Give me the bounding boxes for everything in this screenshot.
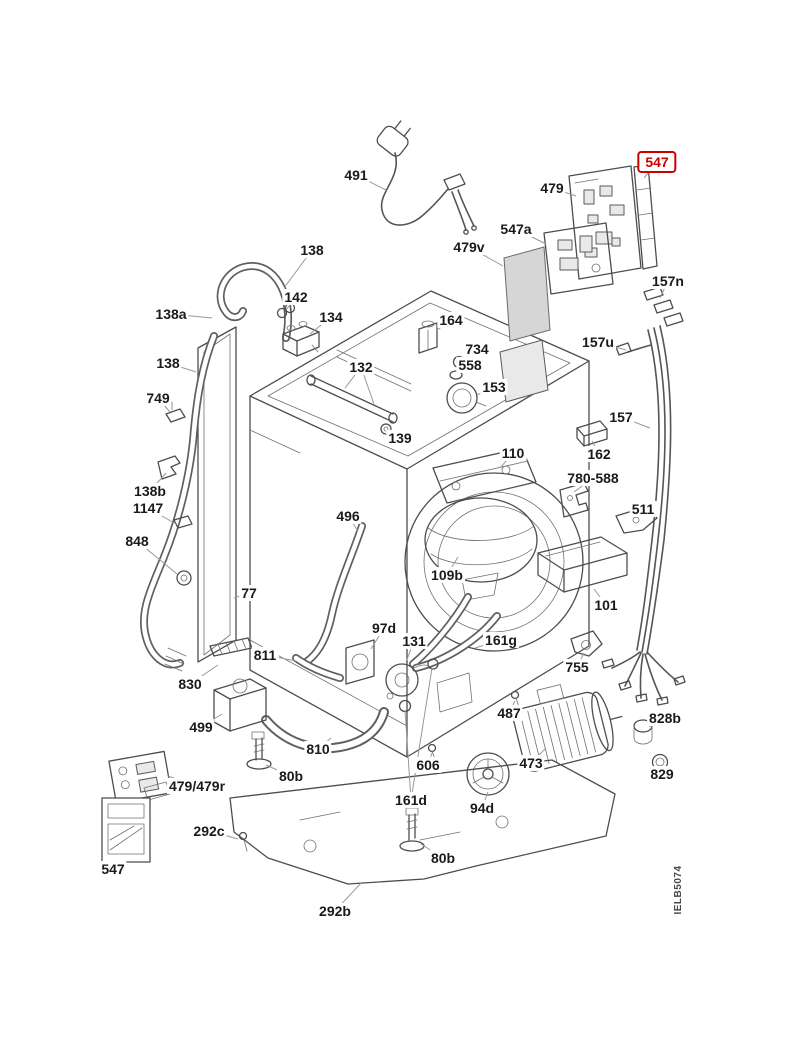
part-label-162: 162 [585, 445, 613, 463]
part-label-80b: 80b [428, 849, 458, 867]
diagram-code: IELB5074 [673, 865, 684, 914]
power-cord [376, 120, 477, 235]
insulation-sheet-479v [503, 246, 551, 342]
bracket-162 [576, 420, 608, 447]
sump-hose [409, 593, 472, 668]
bracket-138b [157, 455, 181, 480]
part-label-138: 138 [298, 241, 326, 259]
part-label-161g: 161g [483, 631, 519, 649]
motor [512, 684, 623, 772]
pulley [466, 752, 510, 796]
part-label-606: 606 [414, 756, 442, 774]
part-label-292c: 292c [191, 822, 227, 840]
part-label-830: 830 [176, 675, 204, 693]
part-label-479: 479 [538, 179, 566, 197]
part-label-828b: 828b [647, 709, 683, 727]
tray-101 [537, 536, 628, 593]
drain-pump [385, 663, 433, 700]
part-label-810: 810 [304, 740, 332, 758]
bracket-755 [570, 630, 603, 657]
screw-292c [238, 831, 248, 852]
part-label-157u: 157u [580, 333, 616, 351]
base-panel [229, 759, 616, 885]
part-label-131: 131 [400, 632, 428, 650]
part-label-97d: 97d [369, 619, 399, 637]
part-label-132: 132 [347, 358, 375, 376]
part-label-142: 142 [282, 288, 310, 306]
part-label-473: 473 [517, 754, 545, 772]
part-label-138: 138 [154, 354, 182, 372]
part-label-80b: 80b [276, 767, 306, 785]
foot-left [246, 731, 272, 770]
pressure-hose [302, 522, 366, 666]
part-label-134: 134 [317, 308, 345, 326]
part-label-511: 511 [629, 500, 657, 518]
part-97d [345, 639, 375, 685]
grommet-848 [176, 570, 192, 586]
part-label-138a: 138a [153, 305, 189, 323]
clip-1147 [173, 515, 193, 529]
part-label-479-479r: 479/479r [166, 777, 228, 795]
drain-hose [261, 707, 389, 754]
part-label-101: 101 [592, 596, 620, 614]
part-558 [449, 370, 463, 380]
part-label-848: 848 [123, 532, 151, 550]
part-label-110: 110 [499, 444, 527, 462]
part-label-491: 491 [342, 166, 370, 184]
elbow-fitting [165, 401, 186, 423]
part-label-292b: 292b [317, 902, 353, 920]
part-label-157: 157 [607, 408, 635, 426]
part-label-153: 153 [480, 378, 508, 396]
counterweight [432, 447, 537, 504]
part-label-749: 749 [144, 389, 172, 407]
part-label-547: 547 [99, 860, 127, 878]
component-499 [213, 678, 267, 732]
board-547a [543, 222, 614, 295]
wiring-harness [601, 286, 686, 706]
part-label-558: 558 [456, 356, 484, 374]
part-label-755: 755 [563, 658, 591, 676]
part-label-138b: 138b [132, 482, 168, 500]
aux-pcb [108, 750, 173, 804]
pressure-chamber [446, 382, 487, 414]
part-label-479v: 479v [451, 238, 487, 256]
inlet-valve [282, 321, 320, 357]
part-label-547a: 547a [498, 220, 534, 238]
part-label-547: 547 [637, 150, 677, 174]
part-label-780-588: 780-588 [565, 469, 621, 487]
leader-line [410, 667, 433, 801]
part-label-161d: 161d [393, 791, 429, 809]
part-label-811: 811 [251, 646, 279, 664]
part-label-499: 499 [187, 718, 215, 736]
part-label-94d: 94d [467, 799, 497, 817]
part-label-139: 139 [386, 429, 414, 447]
interference-filter [418, 320, 438, 354]
part-label-109b: 109b [429, 566, 465, 584]
part-label-157n: 157n [650, 272, 686, 290]
part-label-487: 487 [495, 704, 523, 722]
part-label-496: 496 [334, 507, 362, 525]
part-label-164: 164 [437, 311, 465, 329]
leader-line [404, 709, 412, 801]
part-label-734: 734 [463, 340, 491, 358]
part-label-1147: 1147 [130, 499, 166, 517]
tub [424, 497, 538, 601]
part-label-829: 829 [648, 765, 676, 783]
part-label-77: 77 [239, 584, 259, 602]
bellows-hose [292, 654, 344, 682]
